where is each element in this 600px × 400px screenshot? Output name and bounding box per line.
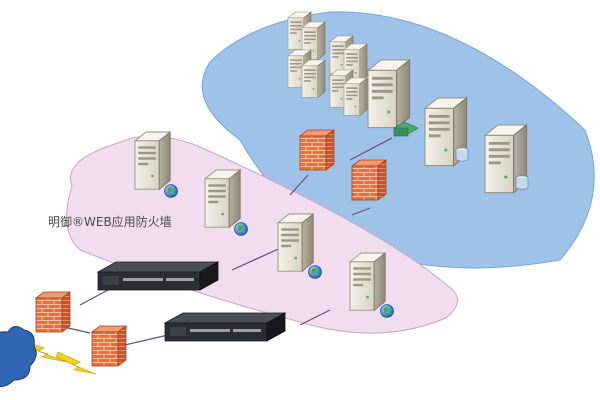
cloud-icon <box>0 326 37 387</box>
server-icon <box>343 77 368 116</box>
lightning-link-icon <box>55 351 97 375</box>
waf-appliance-icon <box>97 261 219 291</box>
firewall-icon <box>299 129 335 171</box>
waf-zone-label: 明御®WEB应用防火墙 <box>48 215 172 229</box>
server-icon <box>367 59 411 129</box>
globe-icon <box>308 265 322 279</box>
server-icon <box>277 213 314 272</box>
firewall-icon <box>351 159 387 201</box>
server-icon <box>301 59 326 98</box>
server-icon <box>204 169 241 228</box>
firewall-icon <box>35 291 71 333</box>
globe-icon <box>234 222 248 236</box>
waf-appliance-icon <box>164 312 286 342</box>
connection-lines <box>54 137 393 346</box>
database-icon <box>455 147 469 162</box>
server-icon <box>349 252 386 311</box>
firewall-icon <box>91 325 127 367</box>
globe-icon <box>380 304 394 318</box>
globe-icon <box>164 184 178 198</box>
switch-icon <box>393 127 409 137</box>
server-icon <box>134 131 171 190</box>
database-icon <box>515 175 529 190</box>
